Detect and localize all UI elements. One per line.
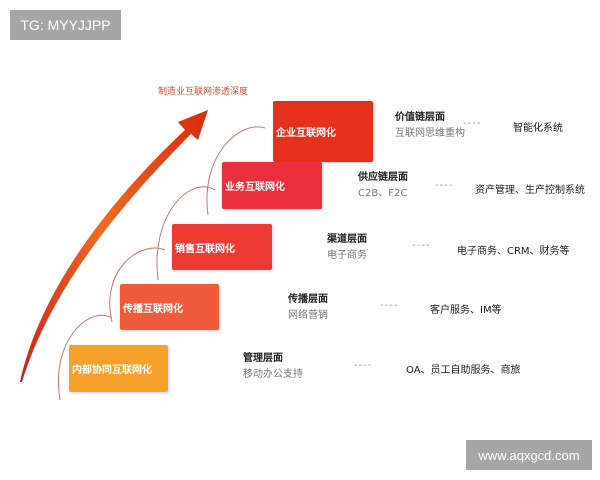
level-result: 智能化系统 xyxy=(513,123,563,134)
layer-desc: 移动办公支持 xyxy=(243,369,303,380)
dash-separator: ---- xyxy=(354,360,373,371)
level-result: 客户服务、IM等 xyxy=(430,305,502,316)
connector-arcs xyxy=(58,126,266,401)
dash-separator: ---- xyxy=(435,180,454,191)
layer-desc: 互联网思维重构 xyxy=(395,128,465,139)
layer-label: 供应链层面 xyxy=(358,172,408,183)
level-text: 价值链层面互联网思维重构 xyxy=(395,110,465,142)
layer-label: 传播层面 xyxy=(288,294,328,305)
level-result: OA、员工自助服务、商旅 xyxy=(406,365,521,376)
layer-label: 渠道层面 xyxy=(327,234,367,245)
level-result: 电子商务、CRM、财务等 xyxy=(457,246,570,257)
watermark-bottom: www.aqxgcd.com xyxy=(466,440,592,470)
level-box-enterprise: 企业互联网化 xyxy=(273,101,373,162)
level-text: 供应链层面 C2B、F2C xyxy=(358,170,408,202)
dash-separator: ---- xyxy=(380,300,399,311)
layer-desc: C2B、F2C xyxy=(358,188,408,199)
level-result: 资产管理、生产控制系统 xyxy=(475,185,585,196)
dash-separator: ---- xyxy=(412,240,431,251)
level-box-internal: 内部协同互联网化 xyxy=(69,345,168,392)
level-text: 传播层面网络营销 xyxy=(288,292,328,324)
layer-desc: 网络营销 xyxy=(288,310,328,321)
level-box-communication: 传播互联网化 xyxy=(120,284,219,330)
arrow-label: 制造业互联网渗透深度 xyxy=(158,87,249,97)
dash-separator: ---- xyxy=(463,118,482,129)
layer-label: 管理层面 xyxy=(243,353,283,364)
layer-label: 价值链层面 xyxy=(395,112,445,123)
layer-desc: 电子商务 xyxy=(327,250,367,261)
watermark-top: TG: MYYJJPP xyxy=(10,10,121,40)
level-text: 管理层面移动办公支持 xyxy=(243,351,303,383)
level-box-sales: 销售互联网化 xyxy=(172,224,272,270)
level-text: 渠道层面电子商务 xyxy=(327,232,367,264)
level-box-business: 业务互联网化 xyxy=(222,162,322,209)
